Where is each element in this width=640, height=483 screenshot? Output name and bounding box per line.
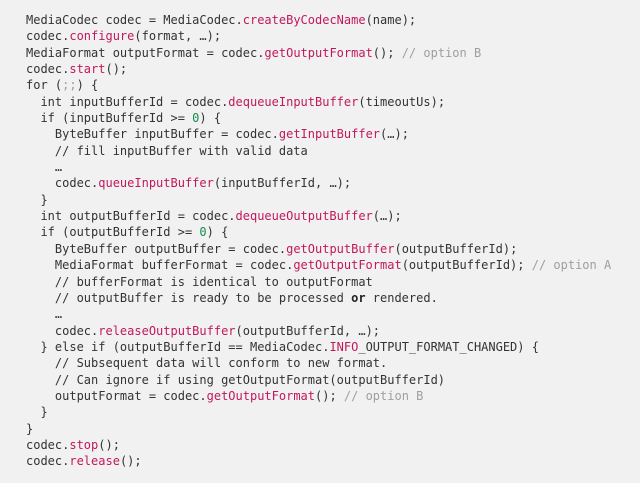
code-text-token: ) { xyxy=(199,111,222,126)
code-text-token: // Can ignore if using getOutputFormat(o… xyxy=(26,372,446,387)
code-line: ByteBuffer inputBuffer = codec.getInputB… xyxy=(26,126,640,142)
code-line: codec.queueInputBuffer(inputBufferId, …)… xyxy=(26,175,640,191)
code-line: codec.stop(); xyxy=(26,437,640,453)
code-method-token: getInputBuffer xyxy=(278,127,381,142)
code-text-token: codec. xyxy=(26,437,70,452)
code-line: codec.configure(format, …); xyxy=(26,28,640,44)
code-method-token: release xyxy=(69,454,120,469)
code-text-token: (format, …); xyxy=(134,29,222,44)
code-line: int inputBufferId = codec.dequeueInputBu… xyxy=(26,94,640,110)
code-text-token: if (inputBufferId >= xyxy=(26,111,193,126)
code-line: // bufferFormat is identical to outputFo… xyxy=(26,274,640,290)
code-line: int outputBufferId = codec.dequeueOutput… xyxy=(26,208,640,224)
code-text-token: (); xyxy=(372,45,402,60)
code-text-token: (timeoutUs); xyxy=(358,94,446,109)
code-text-token: MediaFormat outputFormat = codec. xyxy=(26,45,265,60)
code-text-token: codec. xyxy=(26,454,70,469)
code-comment-token: // option B xyxy=(401,45,482,60)
code-text-token: ByteBuffer inputBuffer = codec. xyxy=(26,127,279,142)
code-line: MediaFormat outputFormat = codec.getOutp… xyxy=(26,45,640,61)
code-text-token: rendered. xyxy=(365,290,438,305)
code-line: MediaCodec codec = MediaCodec.createByCo… xyxy=(26,12,640,28)
code-text-token: (); xyxy=(105,62,128,77)
code-text-token: // Subsequent data will conform to new f… xyxy=(26,356,388,371)
code-method-token: dequeueOutputBuffer xyxy=(235,209,373,224)
code-line: outputFormat = codec.getOutputFormat(); … xyxy=(26,388,640,404)
code-text-token: (outputBufferId); xyxy=(401,258,532,273)
code-method-token: releaseOutputBuffer xyxy=(98,323,236,338)
code-line: MediaFormat bufferFormat = codec.getOutp… xyxy=(26,257,640,273)
code-number-token: 0 xyxy=(192,111,200,126)
code-method-token: configure xyxy=(69,29,135,44)
code-text-token: (outputBufferId, …); xyxy=(235,323,381,338)
code-text-token: } else if (outputBufferId == MediaCodec. xyxy=(26,339,330,354)
code-text-token: (); xyxy=(98,437,120,452)
code-text-token: (); xyxy=(315,388,344,403)
code-comment-token: // option A xyxy=(531,258,612,273)
code-line: // fill inputBuffer with valid data xyxy=(26,143,640,159)
code-method-token: getOutputFormat xyxy=(206,388,315,403)
code-text-token: ByteBuffer outputBuffer = codec. xyxy=(26,241,287,256)
code-text-token: codec. xyxy=(26,323,99,338)
code-line: ByteBuffer outputBuffer = codec.getOutpu… xyxy=(26,241,640,257)
code-line: for (;;) { xyxy=(26,77,640,93)
code-keyword-token: or xyxy=(351,290,366,305)
code-method-token: createByCodecName xyxy=(242,13,366,27)
code-text-token: if (outputBufferId >= xyxy=(26,225,200,240)
code-text-token: codec. xyxy=(26,29,70,44)
code-text-token: // outputBuffer is ready to be processed xyxy=(26,290,352,305)
code-method-token: getOutputBuffer xyxy=(286,241,395,256)
code-line: … xyxy=(26,159,640,175)
code-text-token: (); xyxy=(119,454,142,469)
code-text-token: ;; xyxy=(62,78,77,93)
code-text-token: … xyxy=(26,160,63,175)
code-text-token: } xyxy=(26,405,48,420)
code-text-token: (outputBufferId); xyxy=(394,241,518,256)
code-line: // outputBuffer is ready to be processed… xyxy=(26,290,640,306)
code-text-token: codec. xyxy=(26,62,70,77)
code-line: } else if (outputBufferId == MediaCodec.… xyxy=(26,339,640,355)
code-text-token: _OUTPUT_FORMAT_CHANGED) { xyxy=(358,339,539,354)
code-text-token: for ( xyxy=(26,78,63,93)
code-line: if (outputBufferId >= 0) { xyxy=(26,224,640,240)
code-line: // Can ignore if using getOutputFormat(o… xyxy=(26,372,640,388)
code-method-token: start xyxy=(69,62,106,77)
code-text-token: int inputBufferId = codec. xyxy=(26,94,229,109)
code-text-token: (…); xyxy=(372,209,402,224)
code-line: codec.release(); xyxy=(26,453,640,469)
code-number-token: 0 xyxy=(199,225,207,240)
code-text-token: } xyxy=(26,192,48,207)
code-line: } xyxy=(26,192,640,208)
code-method-token: getOutputFormat xyxy=(293,258,402,273)
code-text-token: (name); xyxy=(365,13,417,27)
code-comment-token: // option B xyxy=(343,388,424,403)
code-text-token: codec. xyxy=(26,176,99,191)
code-text-token: outputFormat = codec. xyxy=(26,388,207,403)
code-method-token: getOutputFormat xyxy=(264,45,373,60)
code-method-token: queueInputBuffer xyxy=(98,176,214,191)
code-text-token: ) { xyxy=(76,78,99,93)
code-line: if (inputBufferId >= 0) { xyxy=(26,110,640,126)
code-text-token: // fill inputBuffer with valid data xyxy=(26,143,308,158)
code-text-token: (inputBufferId, …); xyxy=(213,176,352,191)
code-text-token: (…); xyxy=(380,127,409,142)
code-text-token: ) { xyxy=(206,225,229,240)
code-text-token: MediaCodec codec = MediaCodec. xyxy=(26,13,243,27)
code-line: // Subsequent data will conform to new f… xyxy=(26,355,640,371)
code-line: codec.start(); xyxy=(26,61,640,77)
code-text-token: … xyxy=(26,307,63,322)
code-line: } xyxy=(26,404,640,420)
code-method-token: stop xyxy=(69,437,99,452)
code-method-token: dequeueInputBuffer xyxy=(228,94,359,109)
code-line: codec.releaseOutputBuffer(outputBufferId… xyxy=(26,323,640,339)
code-text-token: int outputBufferId = codec. xyxy=(26,209,236,224)
code-line: } xyxy=(26,421,640,437)
code-method-token: INFO xyxy=(329,339,359,354)
code-text-token: MediaFormat bufferFormat = codec. xyxy=(26,258,294,273)
code-line: … xyxy=(26,306,640,322)
code-text-token: } xyxy=(26,421,34,436)
code-text-token: // bufferFormat is identical to outputFo… xyxy=(26,274,373,289)
